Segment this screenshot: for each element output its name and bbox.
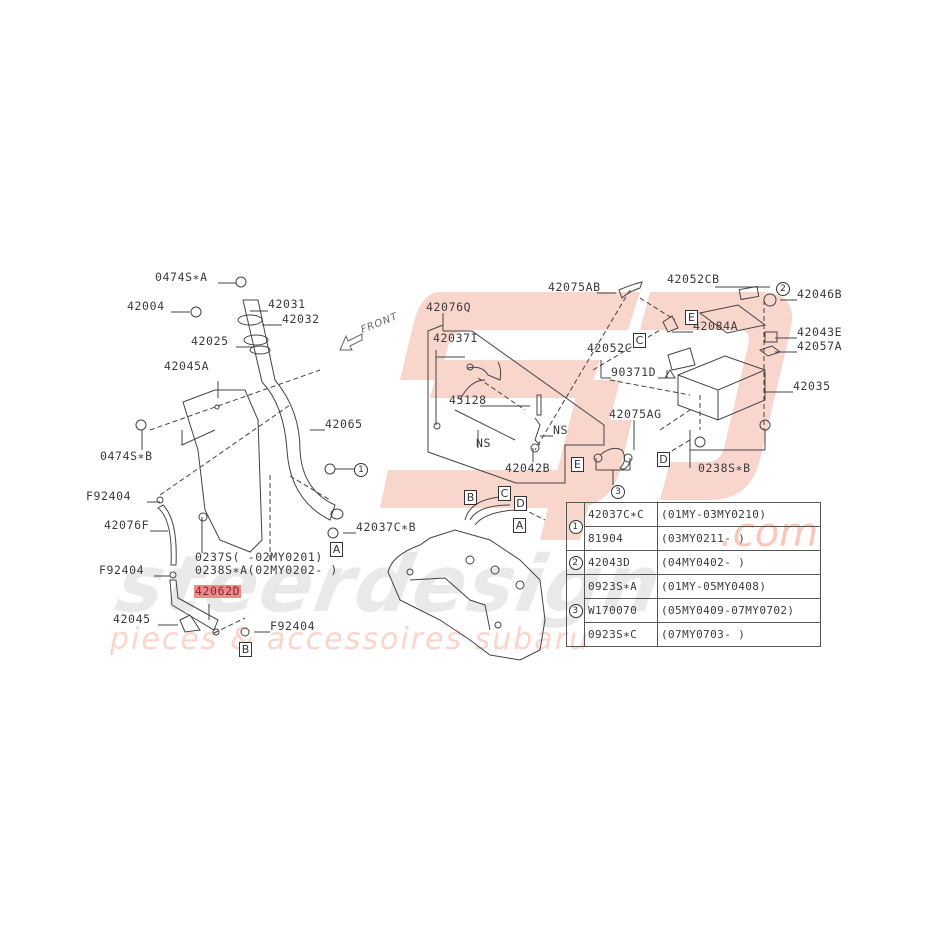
front-arrow-icon [339,333,363,351]
variant-key: 3 [568,604,583,618]
table-row: 81904(03MY0211- ) [567,526,821,551]
reference-box: E [571,457,584,472]
table-row: 0923S∗C(07MY0703- ) [567,622,821,647]
applicability-cell: (01MY-05MY0408) [657,574,821,599]
fuel-tank [387,496,546,661]
part-label[interactable]: 42075AG [609,407,662,421]
part-label[interactable]: 42031 [268,297,306,311]
reference-circle: 1 [354,463,368,477]
reference-box: A [330,542,343,557]
part-number-cell[interactable]: 0923S∗C [584,622,658,647]
part-label[interactable]: 0237S( -02MY0201) [195,550,323,564]
part-label[interactable]: 42062D [194,584,242,598]
part-label[interactable]: NS [476,436,492,450]
part-label[interactable]: 42025 [191,334,229,348]
part-label[interactable]: 90371D [611,365,657,379]
leader-lines [141,282,797,633]
variant-key-cell: 3 [566,574,585,647]
dashed-assembly-lines [149,289,765,634]
part-label[interactable]: 42035 [793,379,831,393]
part-number-cell[interactable]: 42037C∗C [584,502,658,527]
part-label[interactable]: F92404 [86,489,132,503]
part-label[interactable]: 42043E [797,325,843,339]
drain-hoses [156,496,250,637]
part-label[interactable]: 42084A [693,319,739,333]
part-number-cell[interactable]: 0923S∗A [584,574,658,599]
reference-box: B [239,642,252,657]
charcoal-canister-42035 [662,304,767,421]
part-label[interactable]: 0238S∗A(02MY0202- ) [195,563,338,577]
table-row: W170070(05MY0409-07MY0702) [567,598,821,623]
part-label[interactable]: NS [553,423,569,437]
part-label[interactable]: 0238S∗B [698,461,751,475]
part-label[interactable]: F92404 [99,563,145,577]
variant-key: 1 [568,520,583,534]
part-label[interactable]: 42052C [587,341,633,355]
part-label[interactable]: 42032 [282,312,320,326]
part-label[interactable]: 0474S∗B [100,449,153,463]
part-number-cell[interactable]: 42043D [584,550,658,575]
reference-circle: 2 [776,282,790,296]
kit-42076Q-outline [427,324,605,484]
variant-key: 2 [568,556,583,570]
variant-key-cell: 1 [566,502,585,551]
part-number-cell[interactable]: 81904 [584,526,658,551]
part-label[interactable]: 42052CB [667,272,720,286]
filler-pipe-42065 [237,299,344,539]
part-label[interactable]: 42076F [104,518,150,532]
reference-box: E [685,310,698,325]
part-label[interactable]: 42042B [505,461,551,475]
part-label[interactable]: 42065 [325,417,363,431]
reference-box: C [633,333,646,348]
part-label[interactable]: 42046B [797,287,843,301]
part-number-cell[interactable]: W170070 [584,598,658,623]
part-label[interactable]: 45128 [449,393,487,407]
part-label[interactable]: 42037I [433,331,479,345]
reference-box: B [464,490,477,505]
part-label[interactable]: 42045 [113,612,151,626]
part-label[interactable]: 42037C∗B [356,520,417,534]
part-label[interactable]: F92404 [270,619,316,633]
part-label[interactable]: 0474S∗A [155,270,208,284]
applicability-cell: (01MY-03MY0210) [657,502,821,527]
part-label[interactable]: 42004 [127,299,165,313]
applicability-cell: (05MY0409-07MY0702) [657,598,821,623]
reference-box: A [513,518,526,533]
fasteners [135,276,782,475]
part-label[interactable]: 42057A [797,339,843,353]
applicability-cell: (07MY0703- ) [657,622,821,647]
reference-circle: 3 [611,485,625,499]
variant-key-cell: 2 [566,550,585,575]
applicability-cell: (03MY0211- ) [657,526,821,551]
reference-box: D [514,496,527,511]
part-label[interactable]: 42076Q [426,300,472,314]
reference-box: D [657,452,670,467]
reference-box: C [498,486,511,501]
part-label[interactable]: 42045A [164,359,210,373]
kit-hoses [433,281,643,470]
filler-pocket-42045A [181,389,263,553]
part-label[interactable]: 42075AB [548,280,601,294]
applicability-cell: (04MY0402- ) [657,550,821,575]
